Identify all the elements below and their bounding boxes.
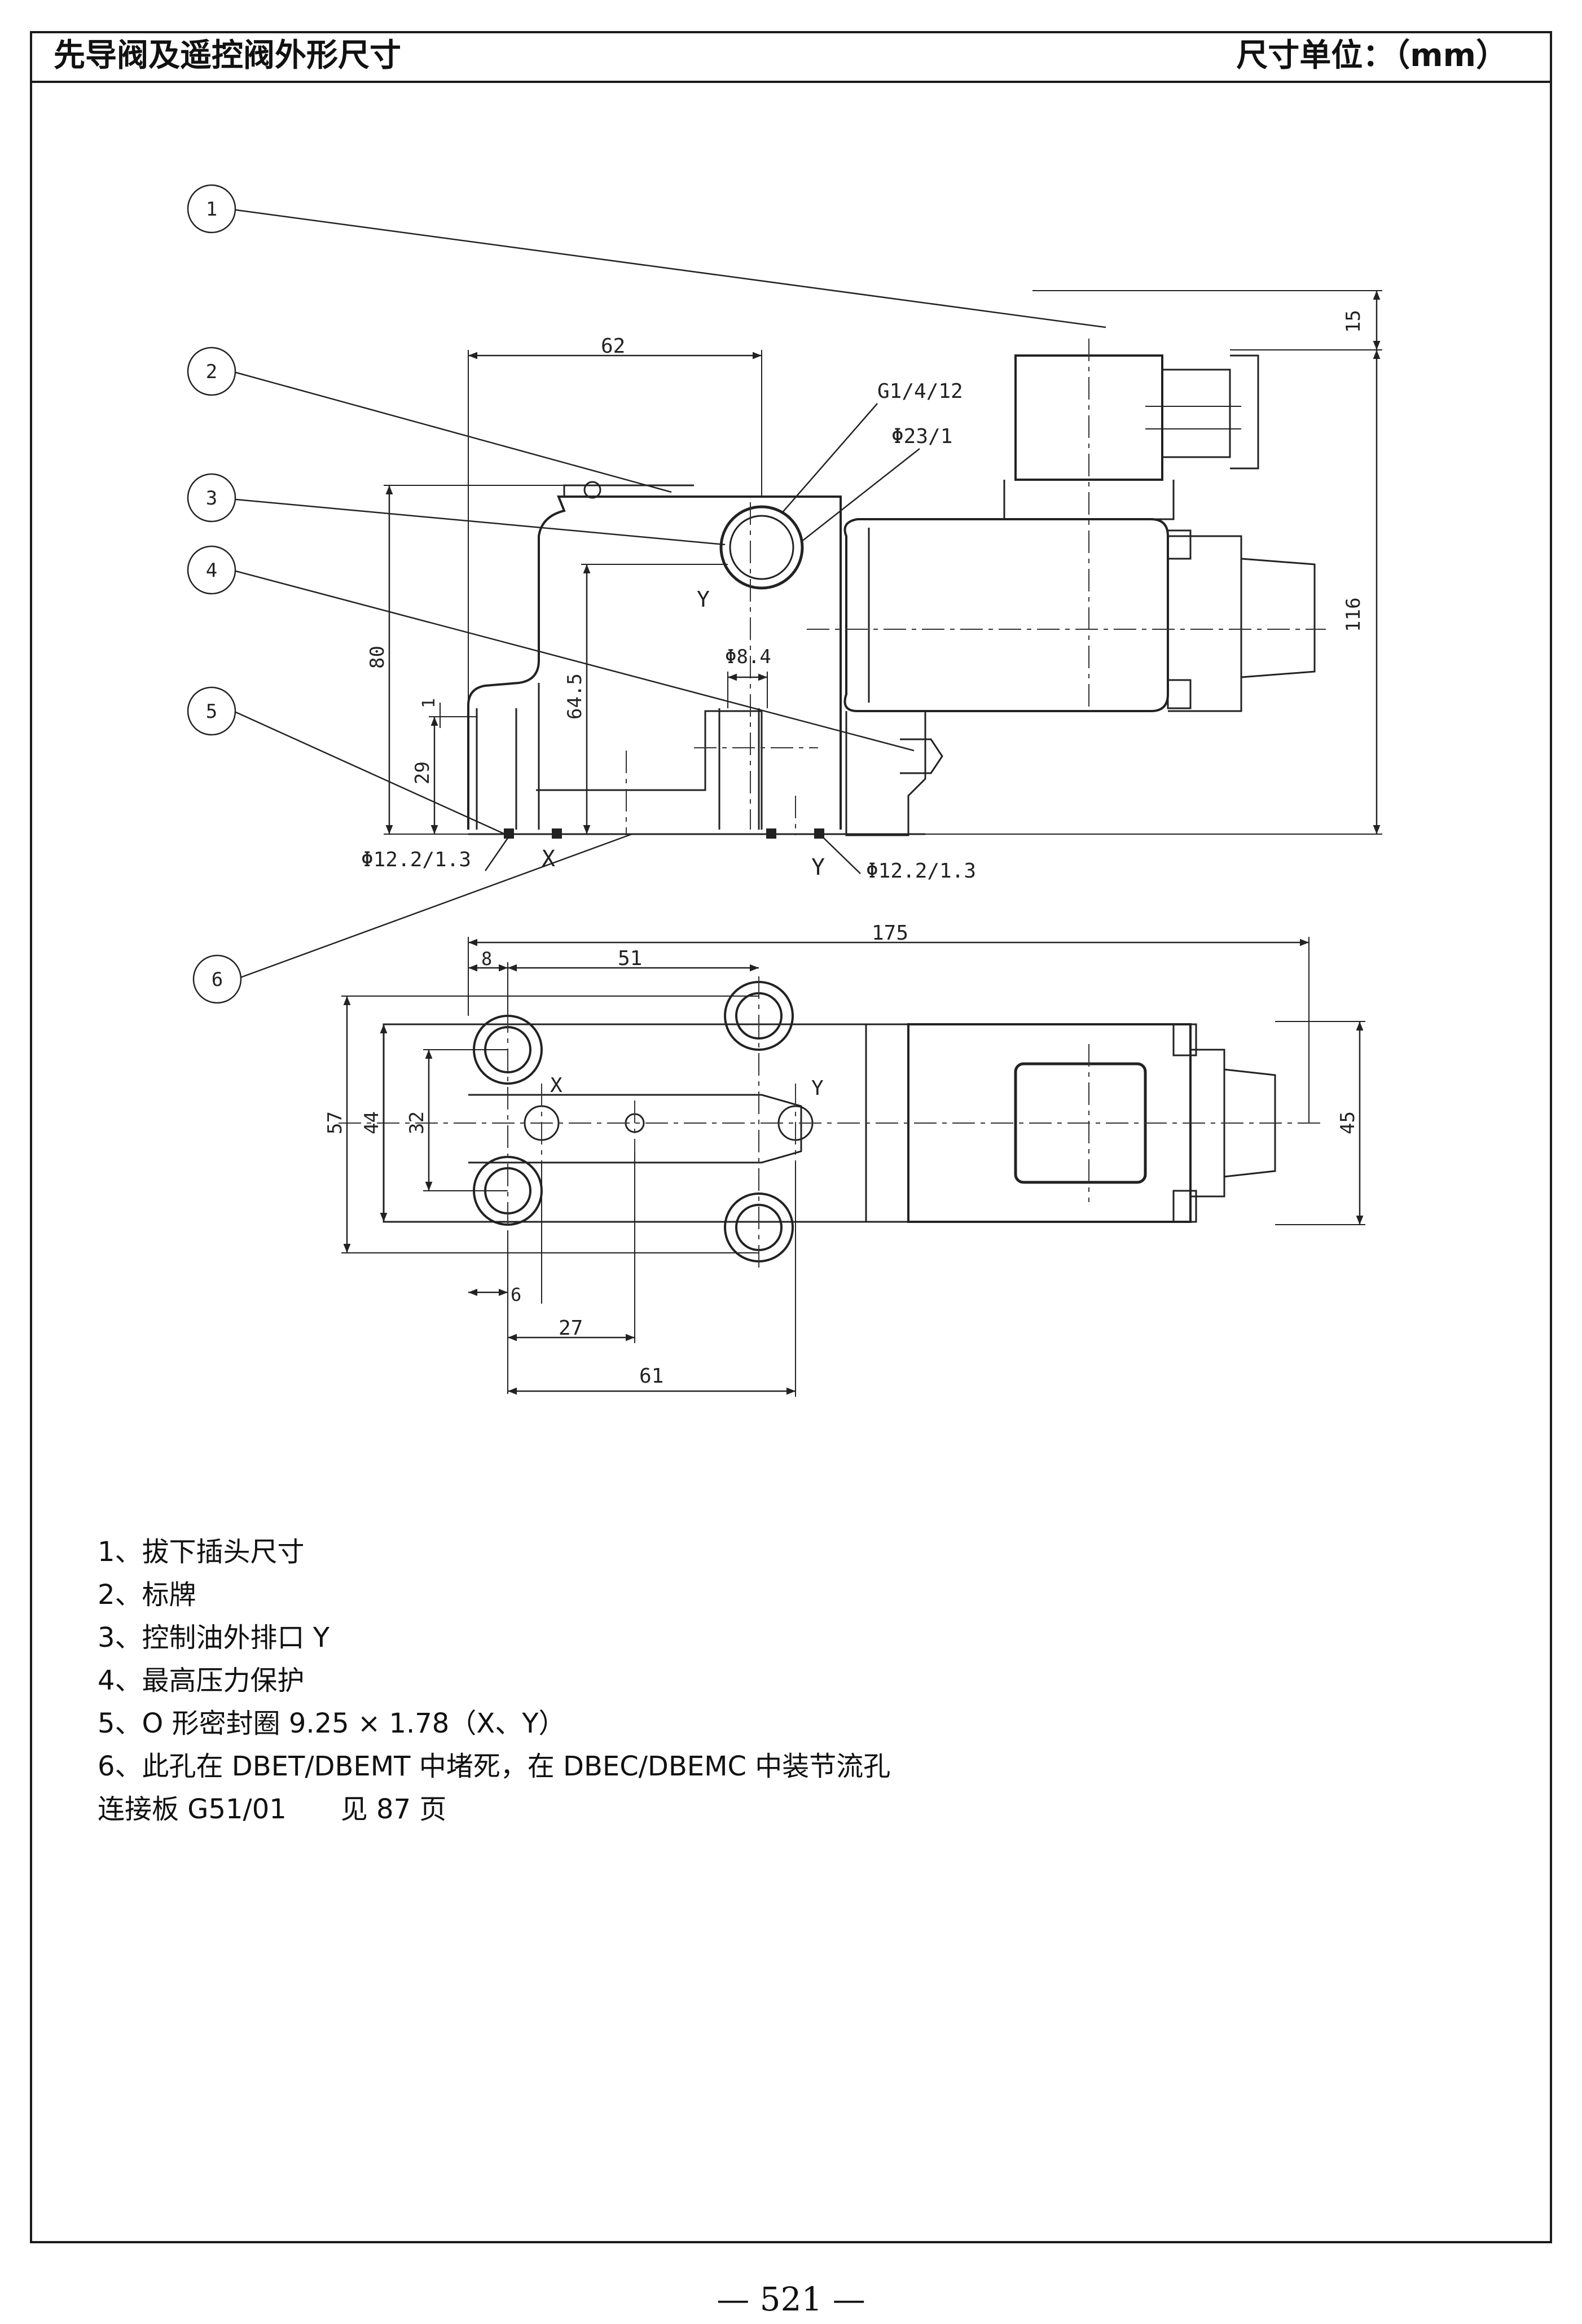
dim-15: 15 [1342, 310, 1365, 333]
unit-label: 尺寸单位：（mm） [1236, 37, 1508, 74]
note-subplate: 连接板 G51/01 见 87 页 [98, 1794, 447, 1825]
dim-8: 8 [481, 948, 492, 970]
callout-leaders [484, 403, 920, 874]
top-view-dimensions [341, 937, 1365, 1397]
dim-51: 51 [618, 947, 642, 970]
note-2: 2、标牌 [98, 1579, 196, 1611]
port-y-top: Y [811, 1077, 824, 1100]
balloon-3 [187, 473, 236, 523]
callout-phi-23-1: Φ23/1 [891, 425, 952, 448]
balloon-1 [187, 184, 236, 234]
header-divider [30, 81, 1552, 83]
note-4: 4、最高压力保护 [98, 1665, 305, 1696]
dim-6: 6 [511, 1284, 521, 1305]
balloons [187, 184, 1106, 1004]
dim-62: 62 [601, 335, 625, 358]
technical-drawing: 62 15 116 80 64.5 29 1 Φ8.4 G1/4/12 Φ23/… [187, 184, 1382, 1397]
notes-list: 1、拔下插头尺寸 2、标牌 3、控制油外排口 Y 4、最高压力保护 5、O 形密… [98, 1531, 890, 1831]
top-view-dimension-labels: 175 8 51 57 44 32 45 6 27 61 X Y [324, 922, 1359, 1388]
dim-57: 57 [324, 1111, 346, 1134]
dim-116: 116 [1342, 598, 1365, 632]
dim-29: 29 [411, 761, 434, 784]
svg-text:3: 3 [206, 487, 217, 510]
balloon-labels: 1 2 3 4 5 6 [206, 198, 223, 991]
note-6: 6、此孔在 DBET/DBEMT 中堵死，在 DBEC/DBEMC 中装节流孔 [98, 1751, 891, 1782]
side-view [467, 339, 1326, 839]
dim-1: 1 [419, 698, 439, 708]
callout-g1-4-12: G1/4/12 [877, 380, 963, 403]
dim-phi-8-4: Φ8.4 [725, 646, 771, 668]
dim-64-5: 64.5 [564, 673, 586, 720]
dim-45: 45 [1337, 1111, 1359, 1134]
svg-text:5: 5 [206, 700, 217, 723]
dim-44: 44 [361, 1111, 383, 1134]
note-3: 3、控制油外排口 Y [98, 1622, 330, 1654]
control-port-y [719, 505, 804, 590]
solenoid-coil [843, 518, 1169, 712]
page-number: — 521 — [717, 2280, 865, 2318]
port-y-side-top: Y [697, 587, 710, 612]
top-view [339, 976, 1326, 1270]
valve-body-outline [467, 496, 842, 830]
port-y-side-bottom: Y [811, 854, 825, 880]
svg-text:2: 2 [206, 361, 217, 383]
dim-61: 61 [639, 1365, 663, 1388]
dim-27: 27 [559, 1317, 583, 1340]
port-x-side: X [542, 846, 555, 872]
balloon-4 [187, 545, 236, 595]
balloon-5 [187, 686, 236, 736]
plug-connector [1014, 354, 1163, 481]
callout-seal-right: Φ12.2/1.3 [866, 860, 976, 883]
side-view-dimensions [384, 290, 1382, 835]
side-view-dimension-labels: 62 15 116 80 64.5 29 1 Φ8.4 G1/4/12 Φ23/… [361, 310, 1365, 883]
balloon-2 [187, 347, 236, 396]
svg-text:4: 4 [206, 559, 217, 582]
dim-80: 80 [366, 646, 389, 669]
page-frame [30, 31, 1552, 2243]
note-1: 1、拔下插头尺寸 [98, 1536, 305, 1568]
svg-text:6: 6 [212, 968, 223, 991]
note-5: 5、O 形密封圈 9.25 × 1.78（X、Y） [98, 1708, 566, 1739]
balloon-6 [192, 954, 242, 1004]
dim-32: 32 [406, 1111, 428, 1134]
svg-text:1: 1 [206, 198, 217, 221]
page-title: 先导阀及遥控阀外形尺寸 [54, 37, 401, 74]
port-x-top: X [550, 1074, 563, 1097]
dim-175: 175 [872, 922, 908, 945]
callout-seal-left: Φ12.2/1.3 [361, 848, 471, 871]
